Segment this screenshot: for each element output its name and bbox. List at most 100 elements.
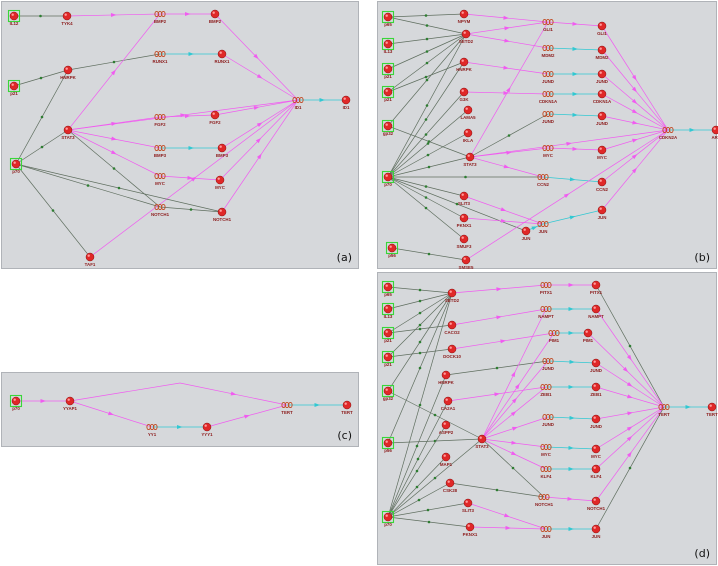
node-p3-input[interactable]: p21	[381, 62, 395, 80]
node-n2-protein[interactable]: HNRPK	[60, 65, 77, 80]
node-m8-protein[interactable]: KLF4	[591, 464, 603, 479]
node-g10-gene[interactable]: JUN	[540, 525, 552, 539]
node-n11-protein[interactable]: SMSE5	[459, 255, 474, 270]
node-g2-gene[interactable]: NAMPT	[538, 305, 554, 319]
node-n6-protein[interactable]: RUNX1	[215, 49, 230, 64]
node-g5-gene[interactable]: ZEB1	[540, 383, 552, 397]
node-g5-gene[interactable]: JUND	[542, 110, 554, 124]
node-n10-protein[interactable]: SMUF3	[457, 234, 472, 249]
node-m3-protein[interactable]: JUND	[596, 69, 608, 84]
node-p1-input[interactable]: p70	[9, 394, 23, 412]
node-m7-protein[interactable]: CCN2	[596, 177, 609, 192]
node-p5-input[interactable]: gp32	[381, 384, 395, 402]
node-g7-gene[interactable]: MYC	[540, 443, 552, 457]
node-n3-protein[interactable]: STAT3	[61, 125, 75, 140]
node-g4-gene[interactable]: BMP3	[154, 144, 167, 158]
node-p5-input[interactable]: gp32	[381, 119, 395, 137]
node-n10-protein[interactable]: SLIT3	[462, 498, 475, 513]
node-g7-gene[interactable]: ID1	[292, 96, 304, 110]
node-g4-gene[interactable]: JUND	[542, 357, 554, 371]
node-n1-protein[interactable]: TYK4	[61, 11, 73, 26]
node-p3-input[interactable]: p21	[381, 326, 395, 344]
node-p6-input[interactable]: p70	[381, 170, 395, 188]
node-m8-protein[interactable]: JUN	[598, 205, 607, 220]
node-n5-protein[interactable]: CA2A1	[441, 396, 456, 411]
node-g9-gene[interactable]: NOTCH1	[535, 493, 554, 507]
node-n1-protein[interactable]: SETD2	[445, 288, 460, 303]
node-n5-protein[interactable]: LAMA5	[460, 105, 476, 120]
node-n6-protein[interactable]: ASPP2	[439, 420, 454, 435]
node-p1-input[interactable]: p65	[381, 280, 395, 298]
node-g1-gene[interactable]: YY1	[146, 423, 158, 437]
node-g1-gene[interactable]: GLI1	[542, 18, 554, 32]
node-n12-protein[interactable]: JUN	[522, 226, 531, 241]
node-g1-gene[interactable]: BMP2	[154, 10, 167, 24]
node-g8-gene[interactable]: KLF4	[540, 465, 553, 479]
node-p7-input[interactable]: p56	[385, 241, 399, 259]
node-g3-gene[interactable]: FGF2	[154, 113, 166, 127]
node-g9-gene[interactable]: CDKN2A	[659, 126, 678, 140]
node-g2-gene[interactable]: MDM2	[542, 44, 555, 58]
node-n3-protein[interactable]: HNRPK	[456, 57, 473, 72]
node-p1-input[interactable]: p65	[381, 10, 395, 28]
node-g3-gene[interactable]: JUND	[542, 70, 554, 84]
node-n3-protein[interactable]: TERT	[341, 400, 353, 415]
node-n2-protein[interactable]: YYY1	[201, 422, 213, 437]
node-n1-protein[interactable]: YYAP1	[63, 396, 78, 411]
node-p3-input[interactable]: p70	[9, 157, 23, 175]
node-m6-protein[interactable]: MYC	[597, 145, 608, 160]
node-n4-protein[interactable]: G3K	[459, 87, 469, 102]
node-m3-protein[interactable]: PIM1	[583, 328, 594, 343]
node-n1-protein[interactable]: NPYM	[458, 9, 471, 24]
node-m9-protein[interactable]: ARF	[711, 125, 718, 140]
node-m7-protein[interactable]: MYC	[591, 444, 602, 459]
node-p4-input[interactable]: p21	[381, 85, 395, 103]
node-g8-gene[interactable]: JUN	[537, 220, 549, 234]
node-m6-protein[interactable]: JUND	[590, 414, 602, 429]
node-g6-gene[interactable]: JUND	[542, 413, 554, 427]
node-m1-protein[interactable]: PITX1	[590, 280, 603, 295]
node-m5-protein[interactable]: JUND	[596, 111, 608, 126]
node-m10-protein[interactable]: JUN	[592, 524, 601, 539]
node-n3-protein[interactable]: DOCK10	[443, 344, 461, 359]
node-m4-protein[interactable]: CDKN1A	[593, 89, 612, 104]
node-n9-protein[interactable]: MYC	[215, 175, 226, 190]
node-n8-protein[interactable]: BMP3	[216, 143, 229, 158]
node-g5-gene[interactable]: MYC	[154, 172, 166, 186]
node-g3-gene[interactable]: PIM1	[548, 329, 560, 343]
node-n9-protein[interactable]: CSK28	[443, 478, 458, 493]
node-n4-protein[interactable]: TAF1	[85, 252, 96, 267]
node-m5-protein[interactable]: ZEB1	[590, 382, 602, 397]
node-m2-protein[interactable]: MDM2	[596, 45, 609, 60]
node-g4-gene[interactable]: CDKN1A	[539, 90, 558, 104]
node-n11-protein[interactable]: PKNX1	[463, 522, 478, 537]
node-g6-gene[interactable]: MYC	[542, 144, 554, 158]
node-n8-protein[interactable]: SLIT3	[458, 191, 471, 206]
node-g7-gene[interactable]: CCN2	[537, 173, 550, 187]
node-g1-gene[interactable]: PITX1	[540, 281, 553, 295]
node-n9-protein[interactable]: PKNX1	[457, 213, 472, 228]
node-m9-protein[interactable]: NOTCH1	[587, 496, 606, 511]
node-n11-protein[interactable]: ID1	[341, 95, 351, 110]
node-n2-protein[interactable]: SETD2	[459, 29, 474, 44]
node-m11-protein[interactable]: TERT	[706, 402, 718, 417]
node-g2-gene[interactable]: RUNX1	[153, 50, 168, 64]
node-p6-input[interactable]: p56	[381, 436, 395, 454]
node-n7-protein[interactable]: STAT3	[475, 434, 489, 449]
node-n6-protein[interactable]: IKLA	[463, 128, 474, 143]
node-m4-protein[interactable]: JUND	[590, 358, 602, 373]
node-n10-protein[interactable]: NOTCH1	[213, 207, 232, 222]
node-n4-protein[interactable]: HNRPK	[438, 370, 455, 385]
node-m1-protein[interactable]: GLI1	[597, 21, 607, 36]
node-g2-gene[interactable]: TERT	[281, 401, 293, 415]
node-p2-input[interactable]: IL13	[381, 302, 395, 320]
node-p7-input[interactable]: p70	[381, 510, 395, 528]
node-n5-protein[interactable]: BMP2	[209, 9, 222, 24]
node-g11-gene[interactable]: TERT	[658, 403, 670, 417]
node-n8-protein[interactable]: MAP1	[440, 452, 453, 467]
node-p2-input[interactable]: p21	[7, 79, 21, 97]
node-m2-protein[interactable]: NAMPT	[588, 304, 604, 319]
node-n2-protein[interactable]: CACO2	[444, 320, 460, 335]
node-p4-input[interactable]: p21	[381, 350, 395, 368]
node-p1-input[interactable]: IL12	[7, 9, 21, 27]
